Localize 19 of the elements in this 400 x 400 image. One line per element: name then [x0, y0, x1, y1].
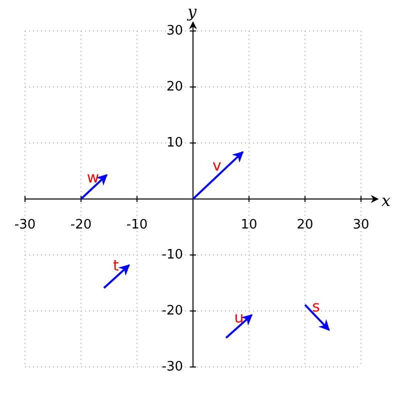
tick-label: 10 — [240, 218, 258, 232]
tick-label: -30 — [14, 218, 36, 232]
tick-label: 30 — [352, 218, 370, 232]
vector-label: s — [312, 300, 320, 314]
tick-label: 10 — [166, 136, 183, 150]
axis-label: x — [381, 193, 391, 209]
vector-label: t — [113, 258, 119, 274]
vector-label: v — [212, 158, 222, 174]
tick-label: 20 — [296, 218, 314, 232]
vector-label: u — [234, 310, 244, 326]
tick-label: -20 — [162, 304, 183, 318]
axis-label: y — [187, 4, 197, 20]
tick-label: -20 — [70, 218, 92, 232]
tick-label: -10 — [162, 248, 183, 262]
tick-label: 20 — [166, 80, 183, 94]
vector-label: w — [86, 170, 100, 186]
tick-label: -30 — [162, 360, 183, 374]
tick-label: 30 — [166, 24, 183, 38]
tick-label: -10 — [126, 218, 148, 232]
